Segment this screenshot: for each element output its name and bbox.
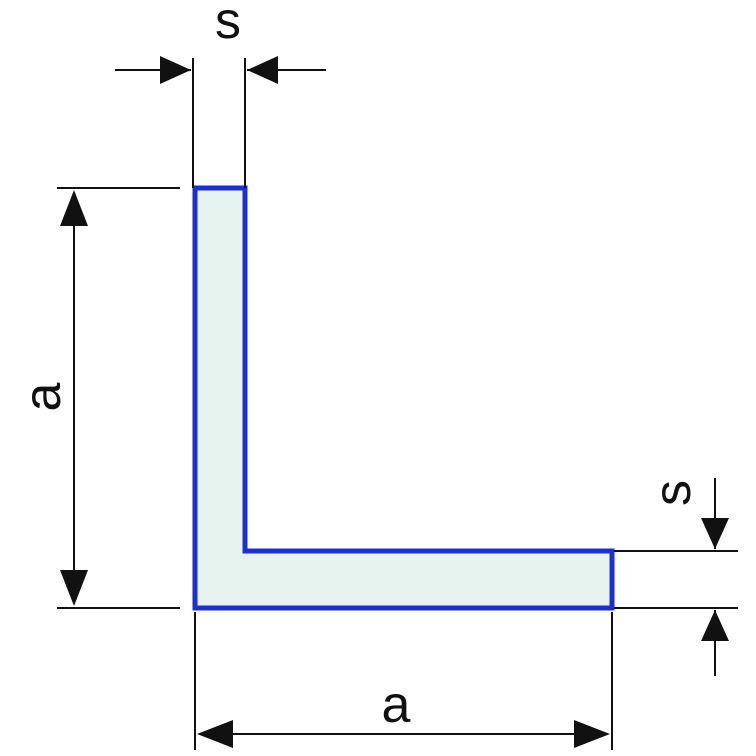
arrow-left-top xyxy=(60,190,88,226)
arrow-bottom-left xyxy=(197,720,233,748)
arrow-right-bottom xyxy=(701,610,729,641)
arrow-top-left xyxy=(160,56,191,84)
l-profile-shape xyxy=(192,185,615,611)
arrow-top-right xyxy=(247,56,278,84)
arrow-right-top xyxy=(701,518,729,549)
arrow-left-bottom xyxy=(60,570,88,606)
label-thickness-top: s xyxy=(215,0,241,50)
label-width-bottom: a xyxy=(382,676,411,734)
arrow-bottom-right xyxy=(574,720,610,748)
label-height-left: a xyxy=(14,382,72,411)
label-thickness-right: s xyxy=(644,480,702,506)
